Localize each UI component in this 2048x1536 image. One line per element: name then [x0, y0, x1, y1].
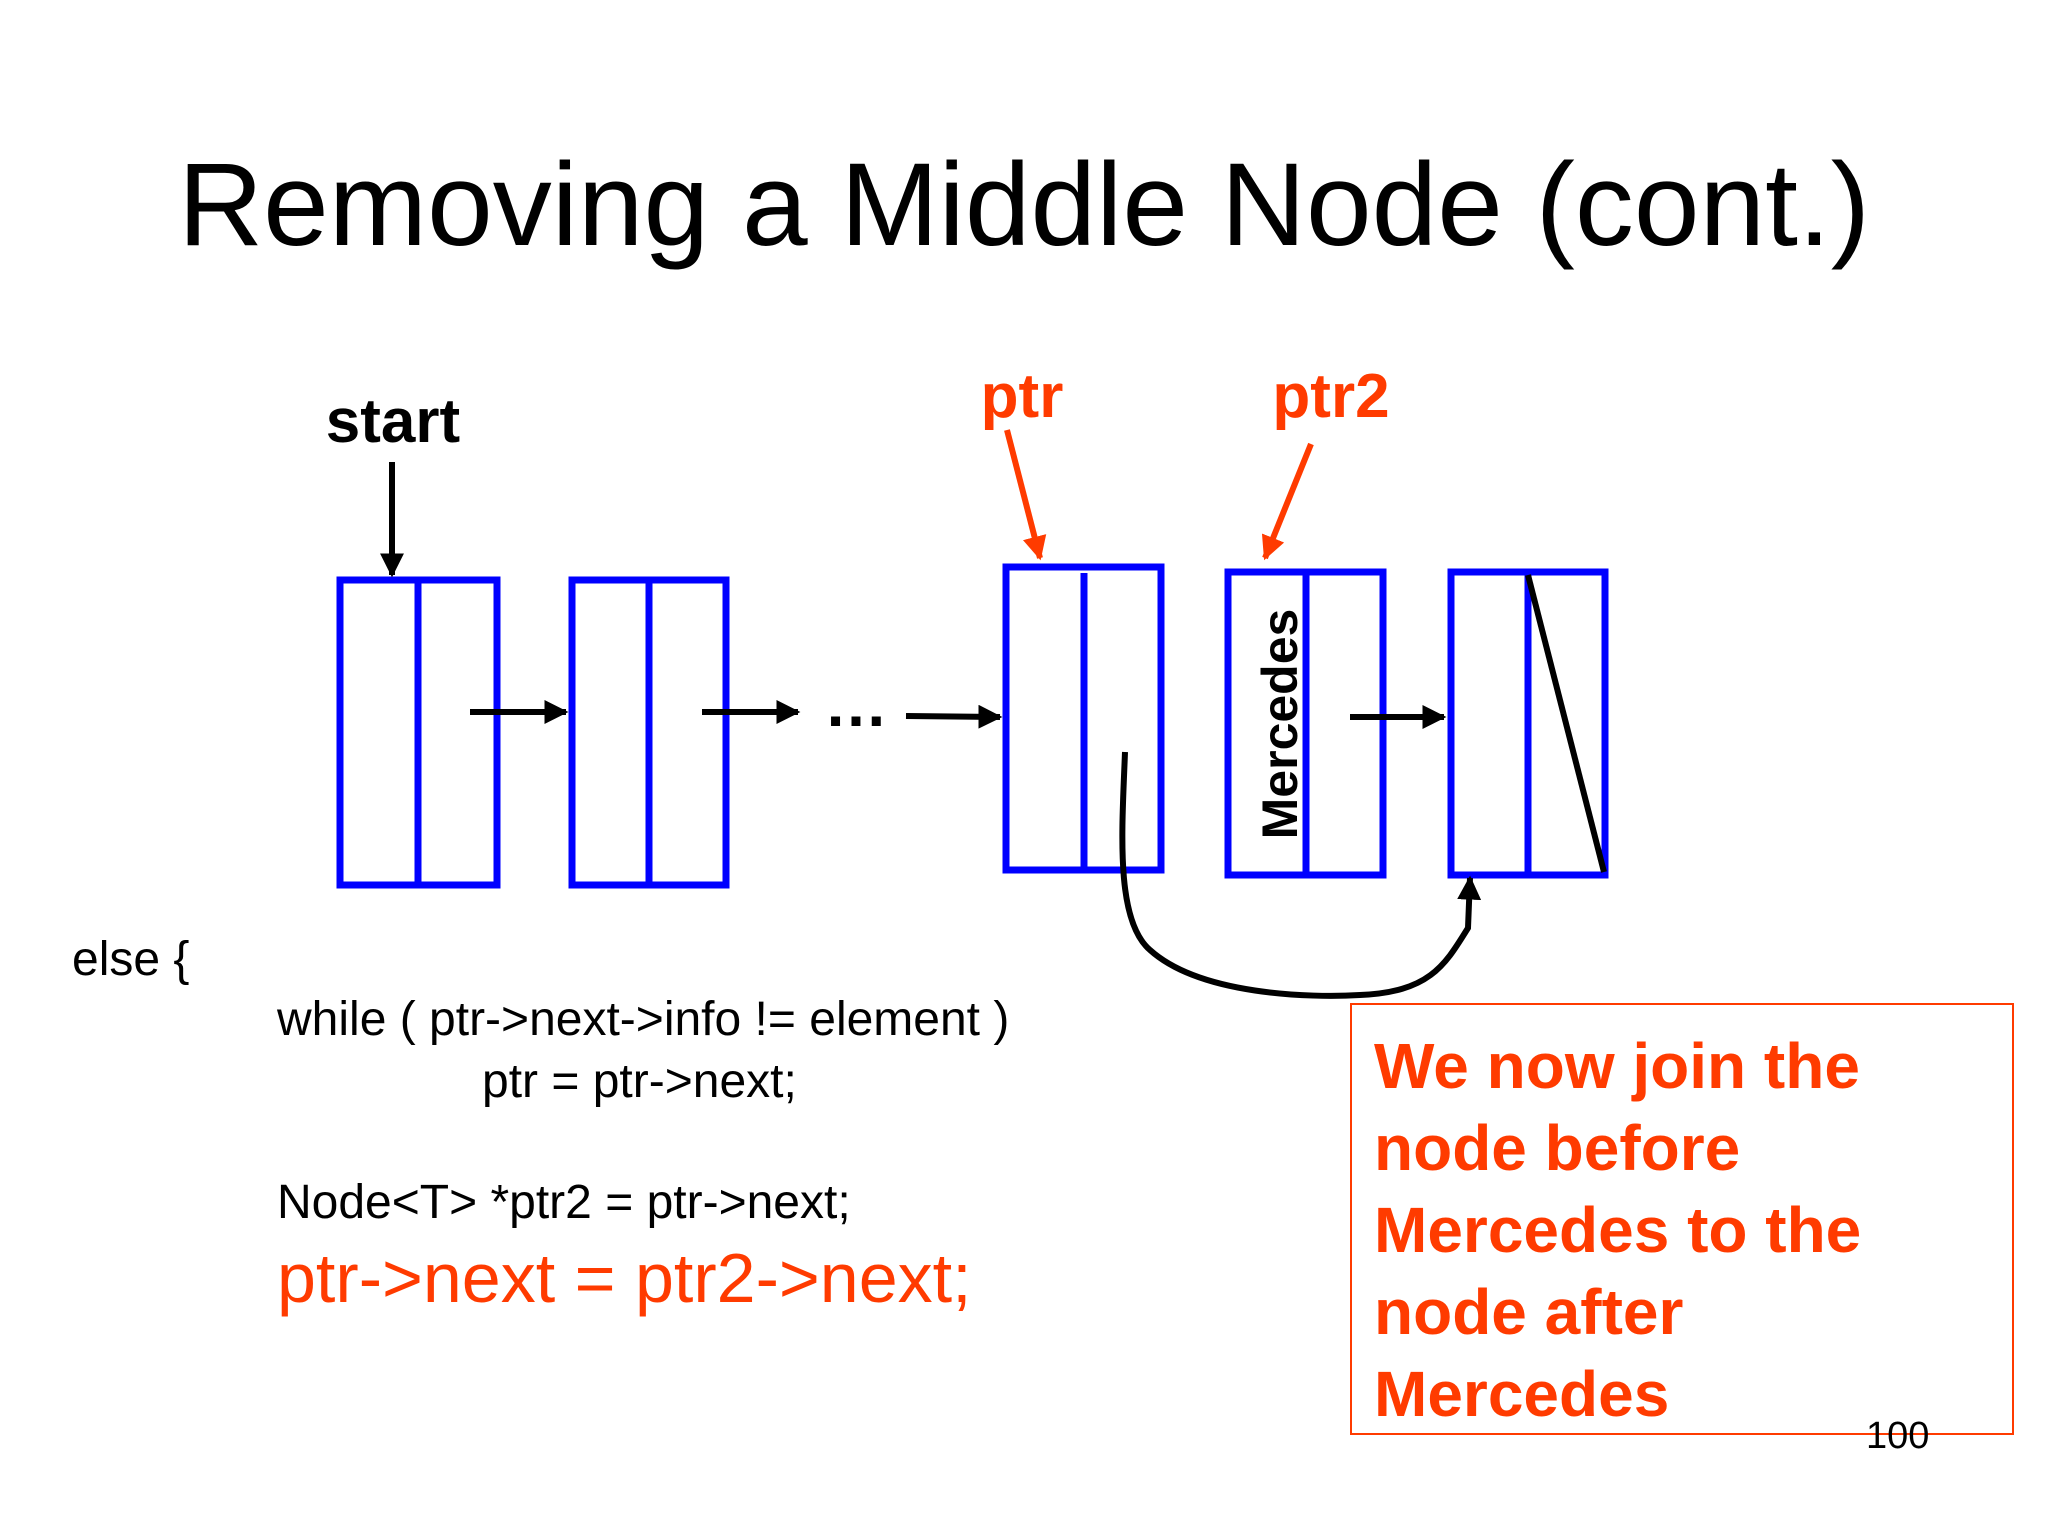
ptr2-arrow: [1261, 442, 1314, 561]
code-line-relink: ptr->next = ptr2->next;: [277, 1239, 972, 1317]
callout-line: node after: [1374, 1276, 1684, 1348]
callout-line: Mercedes to the: [1374, 1194, 1862, 1266]
ptr-arrow: [1004, 429, 1047, 561]
list-node: [568, 576, 730, 889]
null-slash: [1525, 574, 1607, 873]
callout-line: We now join the: [1374, 1030, 1860, 1102]
list-node: [336, 576, 501, 889]
list-node-ptr: [1002, 563, 1165, 874]
code-line-while: while ( ptr->next->info != element ): [277, 993, 1010, 1046]
code-line-else: else {: [72, 933, 190, 986]
mercedes-label: Mercedes: [1252, 609, 1308, 840]
explanation-callout: We now join the node before Mercedes to …: [1350, 1003, 2014, 1435]
callout-line: node before: [1374, 1112, 1741, 1184]
list-node-mercedes: [1224, 568, 1387, 879]
callout-line: Mercedes: [1374, 1358, 1670, 1430]
list-node-after: [1447, 568, 1609, 879]
start-label: start: [326, 387, 460, 456]
code-line-ptr2: Node<T> *ptr2 = ptr->next;: [277, 1176, 851, 1229]
bypass-arrow: [1119, 751, 1482, 999]
ptr2-label: ptr2: [1272, 362, 1389, 431]
page-number: 100: [1866, 1415, 1930, 1457]
next-arrow: [905, 704, 1003, 729]
code-line-advance: ptr = ptr->next;: [482, 1055, 797, 1108]
ptr-label: ptr: [981, 362, 1064, 431]
slide-title: Removing a Middle Node (cont.): [177, 139, 1871, 271]
ellipsis-label: …: [824, 668, 888, 740]
